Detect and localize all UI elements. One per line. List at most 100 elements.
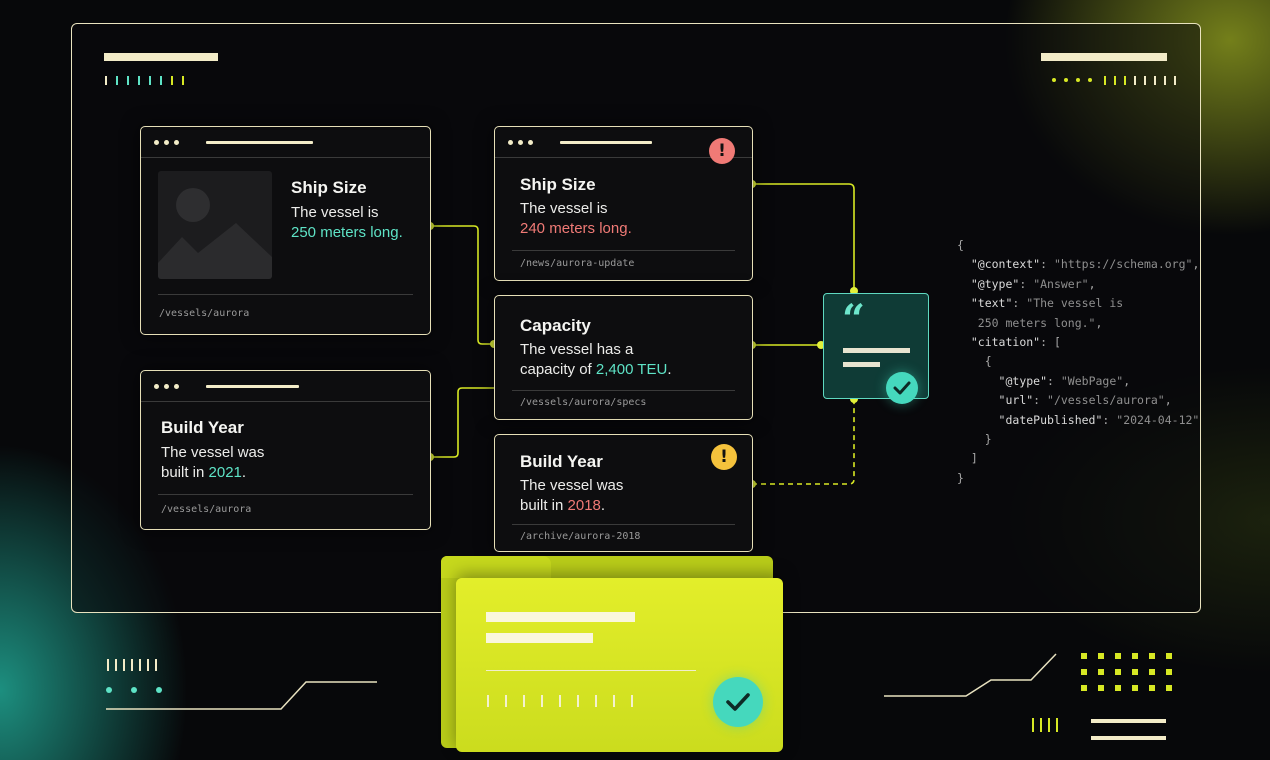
card-text-line: The vessel is bbox=[520, 200, 608, 217]
bottom-left-dots bbox=[106, 687, 162, 693]
folder-tab bbox=[441, 556, 551, 578]
json-value: "The vessel is bbox=[1026, 296, 1124, 311]
card-text-prefix: built in bbox=[161, 464, 209, 481]
card-text-suffix: . bbox=[241, 464, 247, 481]
card-divider bbox=[512, 524, 735, 525]
card-divider bbox=[512, 390, 735, 391]
json-brace: } bbox=[984, 432, 992, 447]
bottom-left-ticks bbox=[107, 659, 157, 671]
card-title-bar bbox=[206, 141, 313, 144]
card-highlight-value: 2,400 TEU bbox=[595, 361, 668, 378]
card-divider bbox=[512, 250, 735, 251]
capacity-card[interactable]: Capacity The vessel has a capacity of 2,… bbox=[494, 295, 753, 420]
window-dots-icon bbox=[508, 140, 533, 145]
ship-size-source-card[interactable]: Ship Size The vessel is 250 meters long.… bbox=[140, 126, 431, 335]
card-text: The vessel is 250 meters long. bbox=[291, 203, 403, 243]
check-icon bbox=[886, 372, 918, 404]
frame-title-bar-right bbox=[1041, 53, 1167, 61]
card-title: Capacity bbox=[520, 316, 591, 335]
card-text-suffix: . bbox=[667, 361, 672, 378]
folder-line bbox=[486, 612, 635, 622]
json-value: 250 meters long." bbox=[977, 315, 1096, 330]
json-key: "url" bbox=[998, 393, 1034, 408]
wire-ship-conflict-to-quote bbox=[752, 183, 855, 293]
wire-ship-size-to-capacity bbox=[430, 225, 494, 345]
card-highlight-value: 2018 bbox=[567, 497, 601, 514]
json-brace: { bbox=[957, 238, 964, 252]
bottom-right-bar bbox=[1091, 719, 1166, 723]
card-divider bbox=[158, 294, 413, 295]
json-value: "https://schema.org" bbox=[1053, 257, 1193, 272]
build-year-source-card[interactable]: Build Year The vessel was built in 2021.… bbox=[140, 370, 431, 530]
json-key: "citation" bbox=[970, 335, 1041, 350]
folder-ticks bbox=[487, 695, 633, 707]
quote-icon: “ bbox=[842, 296, 866, 343]
card-highlight-value: 2021 bbox=[208, 464, 242, 481]
card-source-path[interactable]: /archive/aurora-2018 bbox=[520, 531, 641, 542]
card-title: Ship Size bbox=[520, 175, 596, 194]
json-value: "Answer" bbox=[1033, 276, 1089, 291]
json-brace: } bbox=[957, 470, 964, 485]
ship-size-conflict-card[interactable]: ! Ship Size The vessel is 240 meters lon… bbox=[494, 126, 753, 281]
card-text-line: The vessel has a bbox=[520, 341, 634, 358]
json-value: "WebPage" bbox=[1060, 373, 1124, 388]
json-brace: { bbox=[984, 354, 992, 369]
wire-build-year-to-capacity bbox=[430, 387, 494, 458]
quote-line bbox=[843, 348, 910, 353]
card-source-path[interactable]: /vessels/aurora bbox=[161, 504, 252, 515]
card-chrome bbox=[141, 371, 430, 402]
window-dots-icon bbox=[154, 384, 179, 389]
frame-title-bar-left bbox=[104, 53, 218, 61]
bottom-right-bar bbox=[1091, 736, 1166, 740]
card-highlight-value: 240 meters long. bbox=[520, 220, 632, 237]
bottom-right-dot-grid bbox=[1081, 653, 1172, 691]
card-highlight-value: 250 meters long. bbox=[291, 224, 403, 241]
image-placeholder-icon bbox=[158, 171, 272, 279]
answer-quote-card[interactable]: “ bbox=[823, 293, 929, 404]
card-source-path[interactable]: /news/aurora-update bbox=[520, 258, 635, 269]
card-title: Ship Size bbox=[291, 178, 367, 197]
card-text-line: The vessel was bbox=[520, 477, 624, 494]
json-key: "@type" bbox=[998, 373, 1048, 388]
json-bracket: ] bbox=[970, 451, 978, 466]
exclamation-icon[interactable]: ! bbox=[711, 444, 737, 470]
json-value: "/vessels/aurora" bbox=[1047, 393, 1165, 408]
folder-front[interactable] bbox=[456, 578, 783, 752]
card-text: The vessel has a capacity of 2,400 TEU. bbox=[520, 340, 671, 380]
card-title-bar bbox=[206, 385, 299, 388]
card-text-line: The vessel was bbox=[161, 444, 265, 461]
card-title: Build Year bbox=[520, 452, 603, 471]
card-text-prefix: capacity of bbox=[520, 361, 596, 378]
bottom-right-ticks bbox=[1032, 718, 1058, 732]
json-key: "datePublished" bbox=[998, 412, 1103, 427]
json-ld-code-block: { "@context": "https://schema.org", "@ty… bbox=[957, 238, 1200, 485]
frame-ticks-right bbox=[1104, 76, 1176, 85]
window-dots-icon bbox=[154, 140, 179, 145]
folder-divider bbox=[486, 670, 696, 671]
card-text-suffix: . bbox=[600, 497, 606, 514]
json-bracket: [ bbox=[1053, 335, 1061, 350]
exclamation-icon[interactable]: ! bbox=[709, 138, 735, 164]
json-value: "2024-04-12" bbox=[1116, 412, 1200, 427]
frame-dots-right bbox=[1052, 78, 1092, 82]
card-divider bbox=[158, 494, 413, 495]
json-key: "text" bbox=[970, 296, 1013, 311]
card-source-path[interactable]: /vessels/aurora bbox=[159, 308, 250, 319]
frame-ticks-left bbox=[105, 76, 184, 85]
wire-build-conflict-to-quote bbox=[752, 397, 855, 485]
card-chrome bbox=[141, 127, 430, 158]
card-chrome bbox=[495, 127, 752, 158]
json-key: "@context" bbox=[970, 257, 1041, 272]
build-year-conflict-card[interactable]: ! Build Year The vessel was built in 201… bbox=[494, 434, 753, 552]
folder-line bbox=[486, 633, 593, 643]
quote-line bbox=[843, 362, 880, 367]
card-text: The vessel was built in 2021. bbox=[161, 443, 264, 483]
card-text-line: The vessel is bbox=[291, 204, 379, 221]
card-text: The vessel was built in 2018. bbox=[520, 476, 623, 516]
card-text: The vessel is 240 meters long. bbox=[520, 199, 632, 239]
card-source-path[interactable]: /vessels/aurora/specs bbox=[520, 397, 647, 408]
card-text-prefix: built in bbox=[520, 497, 568, 514]
card-title: Build Year bbox=[161, 418, 244, 437]
check-icon bbox=[713, 677, 763, 727]
json-key: "@type" bbox=[970, 276, 1020, 291]
